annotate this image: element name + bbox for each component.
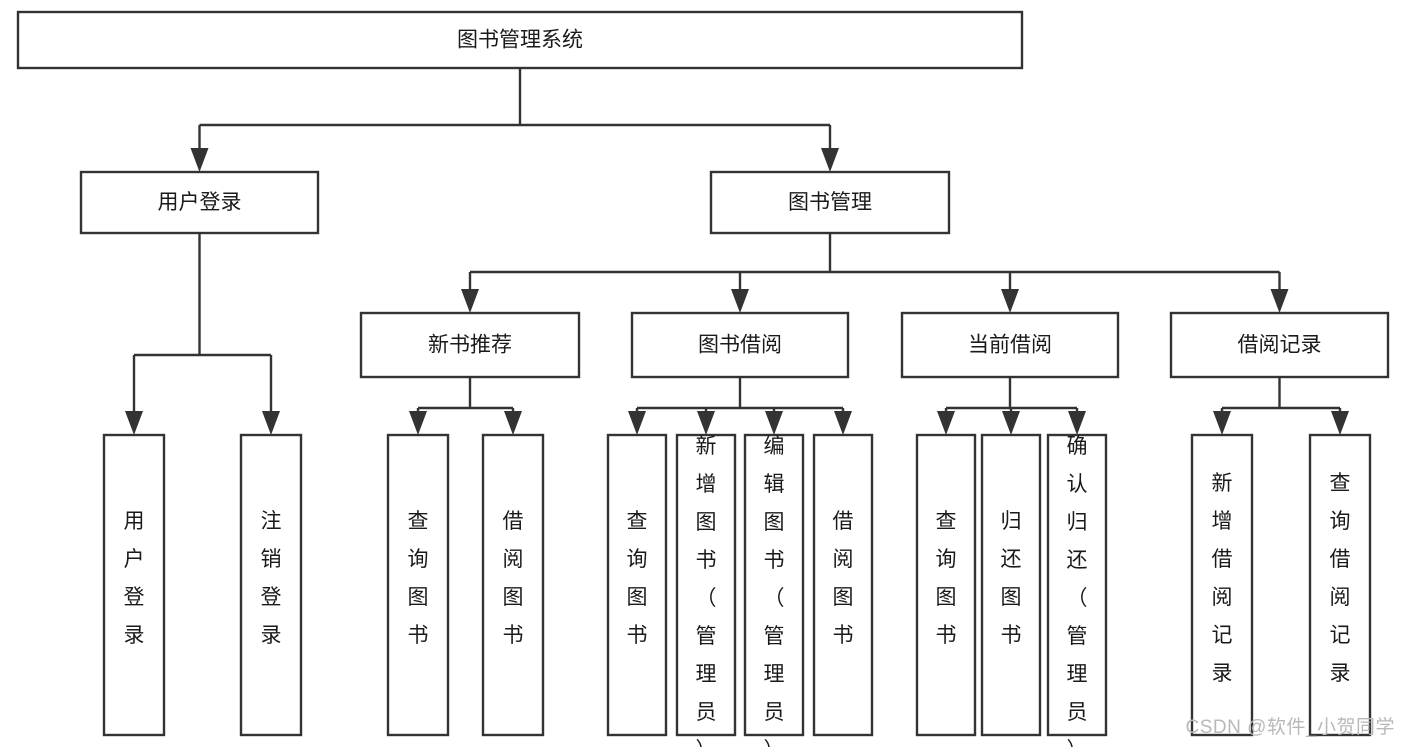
node-box-leaf-borrow-book-rec xyxy=(481,433,545,737)
node-label-user-login: 用户登录 xyxy=(158,191,242,214)
node-leaf-add-book[interactable]: 新增图书（管理员） xyxy=(675,433,737,747)
node-box-leaf-user-login xyxy=(102,433,166,737)
node-leaf-query-book-bb[interactable]: 查询图书 xyxy=(606,433,668,737)
arrow-head-icon xyxy=(1331,411,1349,435)
node-label-leaf-add-book: 新增图书（管理员） xyxy=(696,435,717,747)
node-box-book-manage xyxy=(709,170,951,235)
node-box-new-book-rec xyxy=(359,311,581,379)
node-box-leaf-user-logout xyxy=(239,433,303,737)
node-label-leaf-query-book-bb: 查询图书 xyxy=(627,510,648,647)
node-label-leaf-confirm-return: 确认归还（管理员） xyxy=(1067,435,1088,747)
node-leaf-borrow-book-rec[interactable]: 借阅图书 xyxy=(481,433,545,737)
node-box-leaf-query-book-bb xyxy=(606,433,668,737)
arrow-head-icon xyxy=(1270,289,1289,313)
node-book-borrow[interactable]: 图书借阅 xyxy=(630,311,850,379)
node-leaf-query-book-cb[interactable]: 查询图书 xyxy=(915,433,977,737)
node-leaf-add-record[interactable]: 新增借阅记录 xyxy=(1190,433,1254,737)
arrow-head-icon xyxy=(190,148,209,172)
node-box-root xyxy=(16,10,1024,70)
node-leaf-edit-book[interactable]: 编辑图书（管理员） xyxy=(743,433,805,747)
arrow-head-icon xyxy=(504,411,522,435)
node-box-leaf-borrow-book-bb xyxy=(812,433,874,737)
node-leaf-user-login[interactable]: 用户登录 xyxy=(102,433,166,737)
node-layer: 图书管理系统用户登录图书管理新书推荐图书借阅当前借阅借阅记录用户登录注销登录查询… xyxy=(16,10,1390,747)
arrow-head-icon xyxy=(125,411,143,435)
node-leaf-query-book-rec[interactable]: 查询图书 xyxy=(386,433,450,737)
arrow-head-icon xyxy=(461,289,479,313)
node-label-current-borrow: 当前借阅 xyxy=(968,334,1052,357)
arrow-head-icon xyxy=(765,411,783,435)
node-book-manage[interactable]: 图书管理 xyxy=(709,170,951,235)
node-box-leaf-query-book-rec xyxy=(386,433,450,737)
node-label-leaf-query-book-rec: 查询图书 xyxy=(408,510,429,647)
arrow-head-icon xyxy=(731,289,749,313)
arrow-head-icon xyxy=(409,411,427,435)
node-root[interactable]: 图书管理系统 xyxy=(16,10,1024,70)
node-label-book-manage: 图书管理 xyxy=(788,191,872,214)
node-box-current-borrow xyxy=(900,311,1120,379)
node-box-leaf-return-book xyxy=(980,433,1042,737)
node-current-borrow[interactable]: 当前借阅 xyxy=(900,311,1120,379)
arrow-head-icon xyxy=(937,411,955,435)
node-box-leaf-add-book xyxy=(675,433,737,737)
node-box-leaf-edit-book xyxy=(743,433,805,737)
node-leaf-user-logout[interactable]: 注销登录 xyxy=(239,433,303,737)
arrow-head-icon xyxy=(262,411,280,435)
node-label-leaf-edit-book: 编辑图书（管理员） xyxy=(764,435,785,747)
node-label-leaf-borrow-book-rec: 借阅图书 xyxy=(503,510,524,647)
arrow-head-icon xyxy=(821,148,839,172)
watermark-label: CSDN @软件_小贺同学 xyxy=(1185,717,1395,738)
node-box-user-login xyxy=(79,170,320,235)
node-box-leaf-confirm-return xyxy=(1046,433,1108,737)
node-borrow-record[interactable]: 借阅记录 xyxy=(1169,311,1390,379)
node-label-leaf-user-logout: 注销登录 xyxy=(261,510,282,647)
node-label-leaf-query-record: 查询借阅记录 xyxy=(1330,472,1351,685)
node-label-leaf-add-record: 新增借阅记录 xyxy=(1212,472,1233,685)
node-label-root: 图书管理系统 xyxy=(457,29,583,52)
arrow-head-icon xyxy=(697,411,715,435)
arrow-head-icon xyxy=(834,411,852,435)
arrow-head-icon xyxy=(1068,411,1086,435)
node-label-leaf-borrow-book-bb: 借阅图书 xyxy=(833,510,854,647)
node-label-book-borrow: 图书借阅 xyxy=(698,334,782,357)
node-leaf-return-book[interactable]: 归还图书 xyxy=(980,433,1042,737)
node-leaf-borrow-book-bb[interactable]: 借阅图书 xyxy=(812,433,874,737)
node-label-new-book-rec: 新书推荐 xyxy=(428,334,512,357)
arrow-head-icon xyxy=(628,411,646,435)
node-box-book-borrow xyxy=(630,311,850,379)
node-user-login[interactable]: 用户登录 xyxy=(79,170,320,235)
arrow-head-icon xyxy=(1001,289,1019,313)
node-new-book-rec[interactable]: 新书推荐 xyxy=(359,311,581,379)
node-box-leaf-add-record xyxy=(1190,433,1254,737)
node-label-leaf-return-book: 归还图书 xyxy=(1001,510,1022,647)
node-label-leaf-query-book-cb: 查询图书 xyxy=(936,510,957,647)
node-label-leaf-user-login: 用户登录 xyxy=(124,510,145,647)
node-box-leaf-query-book-cb xyxy=(915,433,977,737)
node-label-borrow-record: 借阅记录 xyxy=(1238,334,1322,357)
node-box-borrow-record xyxy=(1169,311,1390,379)
arrow-head-icon xyxy=(1002,411,1020,435)
connector-layer xyxy=(125,68,1349,435)
node-leaf-confirm-return[interactable]: 确认归还（管理员） xyxy=(1046,433,1108,747)
node-box-leaf-query-record xyxy=(1308,433,1372,737)
node-leaf-query-record[interactable]: 查询借阅记录 xyxy=(1308,433,1372,737)
arrow-head-icon xyxy=(1213,411,1231,435)
